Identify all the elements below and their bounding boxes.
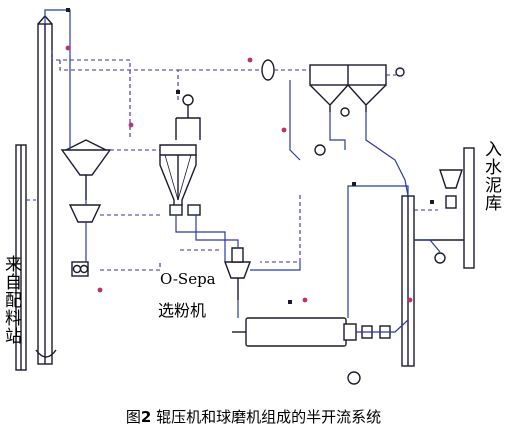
cement-silo-feed: [414, 147, 475, 269]
figure-caption: 图2 辊压机和球磨机组成的半开流系统: [0, 406, 507, 427]
label-separator-model: O-Sepa: [160, 270, 216, 288]
osepa-separator: [223, 247, 252, 300]
twin-cyclones: [159, 144, 201, 216]
caption-prefix: 图: [125, 408, 141, 426]
roller-press: [68, 204, 102, 277]
caption-text: 辊压机和球磨机组成的半开流系统: [156, 408, 382, 426]
right-bucket-elevator: [401, 195, 415, 367]
caption-number: 2: [140, 408, 152, 426]
pump-fans: [314, 107, 361, 385]
cyclone-fan: [175, 94, 201, 140]
left-bucket-elevator: [35, 14, 57, 365]
feed-column: [15, 144, 27, 371]
label-separator-name: 选粉机: [158, 301, 207, 320]
label-cement-silo: 入水泥库: [481, 140, 501, 212]
top-twin-hopper: [261, 59, 405, 112]
v-separator: [60, 139, 112, 200]
label-source-station: 来自配料站: [1, 255, 21, 345]
